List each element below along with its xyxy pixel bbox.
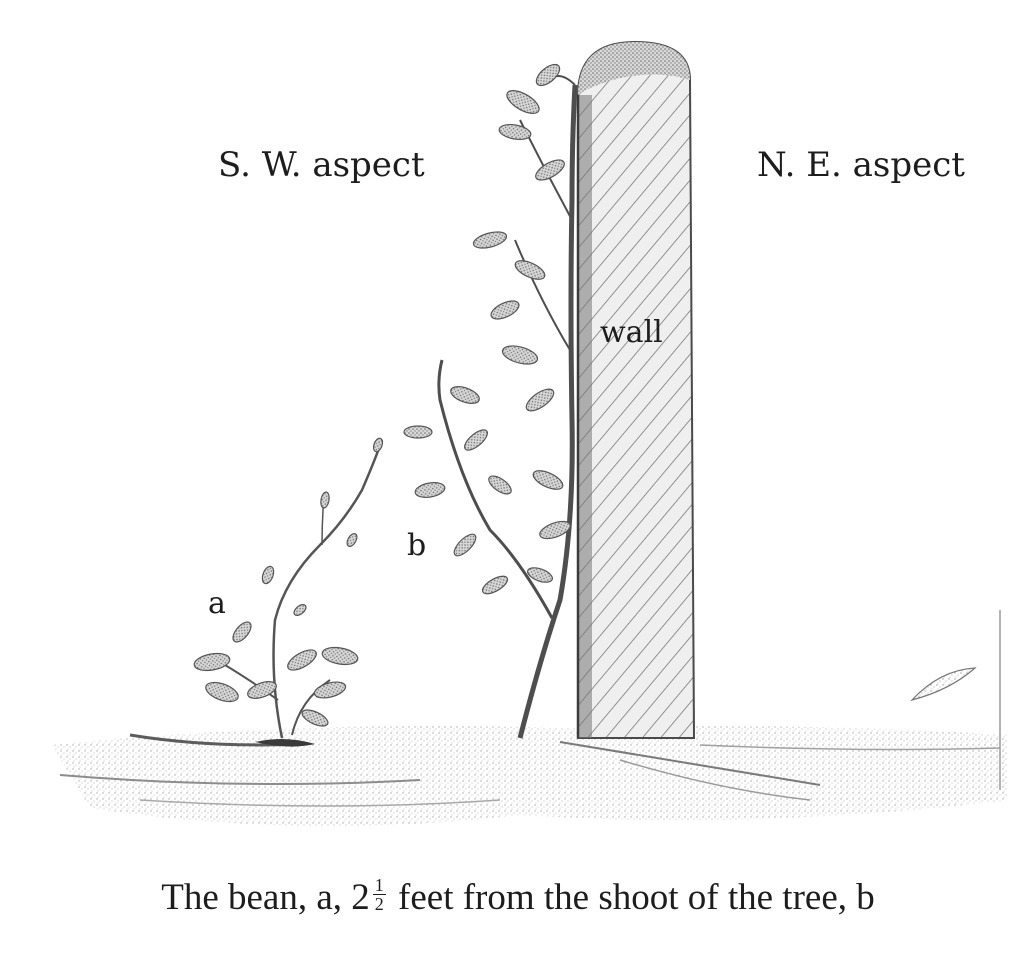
plant-a-label: a: [208, 586, 226, 621]
bean-base: [255, 738, 315, 747]
caption-end: feet from the shoot of the tree, b: [398, 877, 875, 918]
bean-leaves: [193, 437, 384, 727]
right-edge-plant: [910, 610, 1001, 790]
wall: [576, 40, 696, 739]
wall-label: wall: [600, 315, 663, 350]
fraction-denominator: 2: [374, 894, 384, 915]
caption-start: The bean, a, 2: [161, 877, 370, 918]
plant-b-label: b: [407, 528, 427, 563]
ne-aspect-label: N. E. aspect: [757, 145, 965, 185]
tree-leaves: [403, 63, 571, 595]
fraction-numerator: 1: [372, 875, 386, 896]
ground: [52, 726, 1008, 826]
sw-aspect-label: S. W. aspect: [218, 145, 425, 185]
